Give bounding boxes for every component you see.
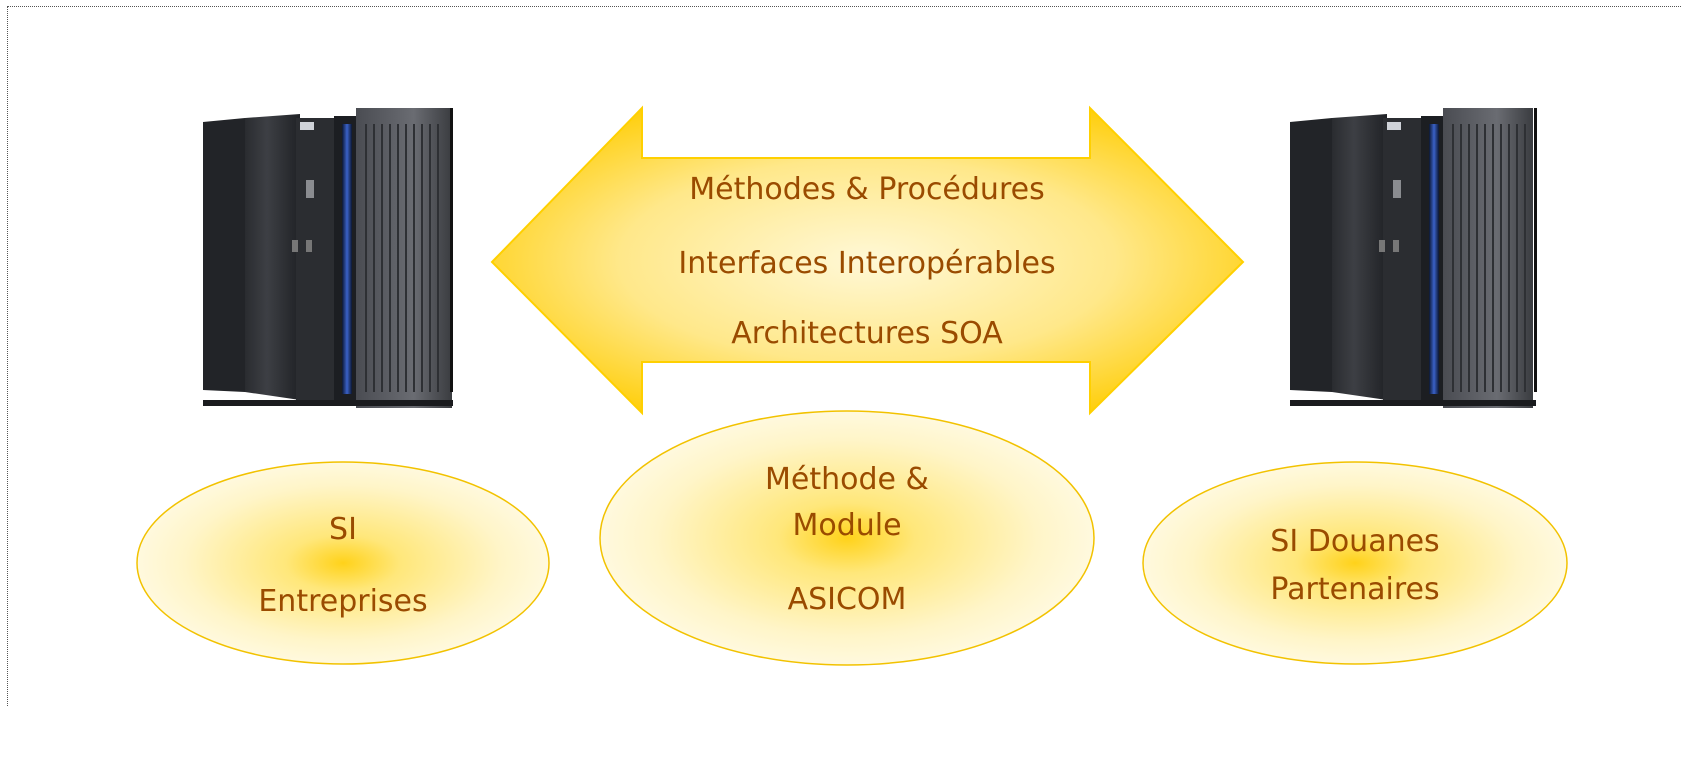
ellipse-right-line2: Partenaires (1270, 572, 1440, 607)
dotted-frame (7, 6, 1681, 706)
mainframe-server-icon (203, 108, 453, 408)
ellipse-right-line1: SI Douanes (1270, 524, 1440, 559)
ellipse-si-entreprises (136, 461, 550, 665)
arrow-line-interfaces: Interfaces Interopérables (678, 246, 1056, 281)
ellipse-si-douanes (1142, 461, 1568, 665)
ellipse-left-line2: Entreprises (258, 584, 428, 619)
bidirectional-arrow (490, 105, 1245, 416)
ellipse-asicom (599, 410, 1095, 666)
mainframe-server-icon (1290, 108, 1537, 408)
arrow-line-architectures: Architectures SOA (731, 316, 1003, 351)
arrow-line-methodes: Méthodes & Procédures (689, 172, 1045, 207)
ellipse-left-line1: SI (329, 512, 357, 547)
ellipse-center-line1: Méthode & (765, 462, 929, 497)
ellipse-center-line3: ASICOM (787, 582, 907, 617)
ellipse-center-line2: Module (792, 508, 902, 543)
